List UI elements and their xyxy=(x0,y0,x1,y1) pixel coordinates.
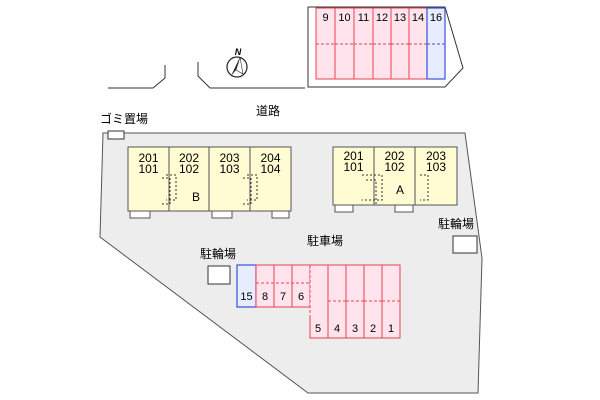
road-label: 道路 xyxy=(256,103,280,118)
building-b: 201 101 202 102 203 103 204 104 B xyxy=(127,146,292,219)
stall-11[interactable]: 11 xyxy=(353,7,374,80)
road-edge-right xyxy=(197,62,305,89)
stall-12[interactable]: 12 xyxy=(372,7,392,80)
stall-number: 2 xyxy=(370,323,376,335)
unit-a-3[interactable]: 203 103 xyxy=(426,149,446,174)
stall-9[interactable]: 9 xyxy=(315,7,336,80)
building-a: 201 101 202 102 203 103 A xyxy=(332,146,458,213)
stall-number: 3 xyxy=(352,323,358,335)
stall-15[interactable]: 15 xyxy=(236,264,257,308)
unit-lower: 101 xyxy=(343,160,363,174)
building-a-name: A xyxy=(396,183,404,197)
unit-upper: 204 xyxy=(260,151,280,165)
stall-10[interactable]: 10 xyxy=(334,7,355,80)
stall-number: 10 xyxy=(338,12,350,24)
stall-1[interactable]: 1 xyxy=(381,264,401,339)
bicycle-parking-right-label: 駐輪場 xyxy=(438,216,474,231)
unit-b-2[interactable]: 202 102 xyxy=(179,151,199,176)
stall-number: 15 xyxy=(240,291,252,303)
stall-4[interactable]: 4 xyxy=(327,264,347,339)
building-b-name: B xyxy=(192,190,200,204)
stall-number: 5 xyxy=(315,323,321,335)
bottom-parking-group: 15 8 7 6 5 4 3 xyxy=(236,264,401,339)
top-parking-group: 9 10 11 12 13 14 16 xyxy=(315,7,446,80)
stall-3[interactable]: 3 xyxy=(345,264,365,339)
unit-lower: 102 xyxy=(179,162,199,176)
garbage-station xyxy=(107,130,125,140)
bicycle-parking-left-label: 駐輪場 xyxy=(200,246,236,261)
stall-number: 7 xyxy=(280,291,286,303)
stall-5[interactable]: 5 xyxy=(309,264,329,339)
unit-lower: 103 xyxy=(219,162,239,176)
unit-upper: 202 xyxy=(384,149,404,163)
unit-a-2[interactable]: 202 102 xyxy=(384,149,404,174)
unit-lower: 102 xyxy=(384,160,404,174)
stall-number: 14 xyxy=(412,12,424,24)
stall-number: 13 xyxy=(394,12,406,24)
stall-13[interactable]: 13 xyxy=(390,7,410,80)
compass-label: N xyxy=(235,47,242,57)
stall-14[interactable]: 14 xyxy=(408,7,428,80)
unit-upper: 201 xyxy=(138,151,158,165)
unit-lower: 101 xyxy=(138,162,158,176)
parking-lot-label: 駐車場 xyxy=(307,233,343,248)
stall-number: 4 xyxy=(334,323,340,335)
unit-lower: 103 xyxy=(426,160,446,174)
stall-number: 6 xyxy=(298,291,304,303)
unit-b-1[interactable]: 201 101 xyxy=(138,151,158,176)
unit-b-3[interactable]: 203 103 xyxy=(219,151,239,176)
unit-lower: 104 xyxy=(260,162,280,176)
unit-upper: 201 xyxy=(343,149,363,163)
stall-number: 1 xyxy=(388,323,394,335)
stall-6[interactable]: 6 xyxy=(291,264,311,308)
stall-7[interactable]: 7 xyxy=(273,264,293,308)
unit-b-4[interactable]: 204 104 xyxy=(260,151,280,176)
stall-number: 8 xyxy=(262,291,268,303)
stall-16[interactable]: 16 xyxy=(426,7,446,80)
garbage-label: ゴミ置場 xyxy=(100,111,148,126)
stall-number: 9 xyxy=(322,12,328,24)
unit-a-1[interactable]: 201 101 xyxy=(343,149,363,174)
road-edge-left xyxy=(108,65,166,89)
stall-8[interactable]: 8 xyxy=(255,264,275,308)
stall-number: 12 xyxy=(376,12,388,24)
unit-upper: 203 xyxy=(426,149,446,163)
unit-upper: 203 xyxy=(219,151,239,165)
stall-number: 16 xyxy=(430,12,442,24)
bicycle-parking-right xyxy=(452,235,478,254)
unit-upper: 202 xyxy=(179,151,199,165)
stall-2[interactable]: 2 xyxy=(363,264,383,339)
bicycle-parking-left xyxy=(207,265,231,285)
compass-icon: N xyxy=(226,47,248,78)
stall-number: 11 xyxy=(358,12,369,24)
